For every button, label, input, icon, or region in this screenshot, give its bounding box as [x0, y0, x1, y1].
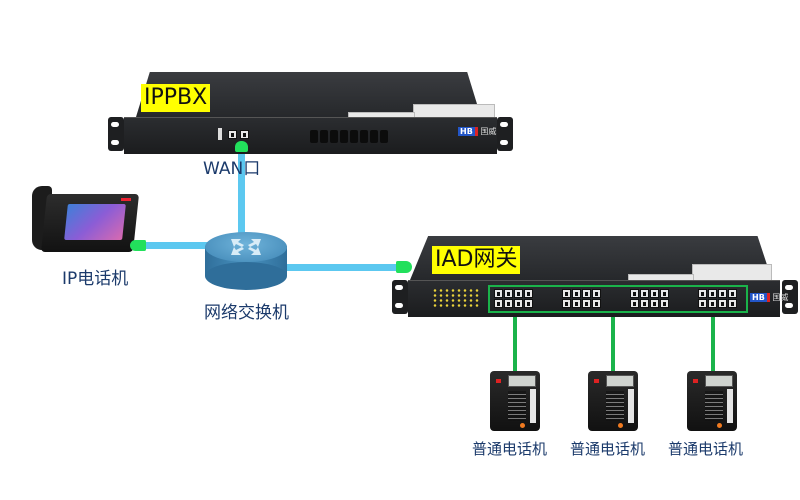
ippbx-fxs-port [340, 130, 348, 143]
iad-fxs-port [582, 289, 591, 298]
network-switch-device [205, 232, 287, 290]
iad-fxs-port-frame [488, 285, 748, 313]
ippbx-lan-port [228, 130, 237, 139]
ippbx-fxs-port [380, 130, 388, 143]
switch-arrows-icon [231, 239, 261, 255]
ippbx-wan-port [240, 130, 249, 139]
iad-gateway-label: IAD网关 [432, 246, 521, 274]
ippbx-fxs-port [310, 130, 318, 143]
cable-switch-to-iad [285, 264, 400, 271]
switch-top [205, 232, 287, 262]
iad-fxs-port [698, 299, 707, 308]
ippbx-label: IPPBX [141, 84, 211, 112]
iad-fxs-port [708, 289, 717, 298]
ippbx-left-ear [108, 117, 124, 151]
ip-phone-red-led [121, 198, 131, 201]
iad-fxs-port [650, 289, 659, 298]
iad-fxs-port [640, 299, 649, 308]
iad-fxs-port [660, 289, 669, 298]
ippbx-brand-logo: HB 国威 [458, 127, 497, 136]
wan-connector-plug [235, 141, 248, 152]
analog-phone-3-label: 普通电话机 [668, 440, 744, 458]
switch-bottom [205, 262, 287, 290]
iad-left-ear [392, 280, 408, 314]
ippbx-fxs-ports [310, 130, 390, 144]
iad-fxs-port [698, 289, 707, 298]
iad-fxs-port [524, 289, 533, 298]
cable-ippbx-to-switch [238, 148, 245, 243]
ip-phone-screen [64, 204, 126, 240]
iad-fxs-port [504, 299, 513, 308]
wan-port-label: WAN口 [203, 159, 261, 179]
ip-phone-connector-plug [130, 240, 146, 251]
iad-fxs-port [640, 289, 649, 298]
iad-status-leds [432, 288, 480, 308]
iad-fxs-port [582, 299, 591, 308]
iad-right-ear [782, 280, 798, 314]
line-iad-to-phone-2 [611, 314, 615, 372]
iad-fxs-port [630, 299, 639, 308]
analog-phone-1-label: 普通电话机 [472, 440, 548, 458]
cable-switch-to-ip-phone [140, 242, 215, 249]
ippbx-fxs-port [320, 130, 328, 143]
ippbx-device: HB 国威 IPPBX [108, 72, 513, 162]
iad-brand-logo: HB 国威 [750, 293, 789, 302]
iad-fxs-port [718, 299, 727, 308]
iad-gateway-device: HB 国威 IAD网关 [392, 236, 798, 320]
ippbx-fxs-port [350, 130, 358, 143]
iad-fxs-port [514, 299, 523, 308]
iad-fxs-port [494, 299, 503, 308]
iad-fxs-port [650, 299, 659, 308]
iad-fxs-port [514, 289, 523, 298]
ippbx-fxs-port [360, 130, 368, 143]
iad-fxs-port [708, 299, 717, 308]
ippbx-usb-port [218, 128, 222, 140]
iad-fxs-port [592, 289, 601, 298]
analog-phone-3 [687, 371, 737, 431]
iad-fxs-port [572, 299, 581, 308]
ippbx-fxs-port [330, 130, 338, 143]
ip-phone-label: IP电话机 [62, 269, 129, 289]
iad-fxs-port [524, 299, 533, 308]
iad-fxs-port [630, 289, 639, 298]
analog-phone-1 [490, 371, 540, 431]
line-iad-to-phone-1 [513, 314, 517, 372]
line-iad-to-phone-3 [711, 314, 715, 372]
iad-fxs-port [494, 289, 503, 298]
iad-fxs-port [718, 289, 727, 298]
iad-connector-plug [396, 261, 412, 273]
iad-fxs-port [562, 299, 571, 308]
iad-fxs-port [504, 289, 513, 298]
iad-fxs-port [572, 289, 581, 298]
ippbx-right-ear [497, 117, 513, 151]
iad-fxs-port [562, 289, 571, 298]
ip-phone-device [18, 184, 140, 262]
iad-fxs-port [592, 299, 601, 308]
iad-fxs-ports [488, 285, 748, 313]
network-switch-label: 网络交换机 [204, 303, 289, 323]
iad-fxs-port [728, 289, 737, 298]
ippbx-fxs-port [370, 130, 378, 143]
iad-fxs-port [728, 299, 737, 308]
analog-phone-2-label: 普通电话机 [570, 440, 646, 458]
analog-phone-2 [588, 371, 638, 431]
iad-fxs-port [660, 299, 669, 308]
